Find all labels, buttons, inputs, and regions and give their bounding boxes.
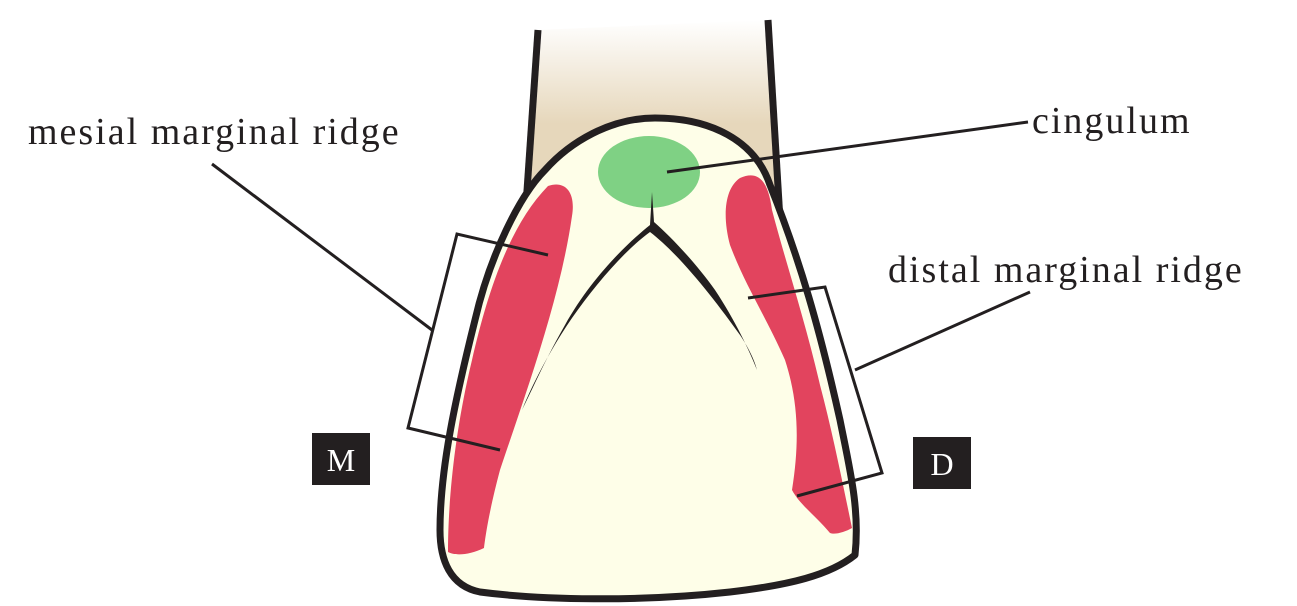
distal-marginal-ridge-label: distal marginal ridge xyxy=(888,249,1244,291)
distal-leader xyxy=(855,292,1030,370)
distal-side-letter: D xyxy=(930,446,953,482)
mesial-side-letter: M xyxy=(327,442,355,478)
mesial-marginal-ridge-label: mesial marginal ridge xyxy=(28,111,401,153)
cingulum-label: cingulum xyxy=(1032,100,1192,142)
mesial-leader xyxy=(212,164,432,330)
cingulum xyxy=(598,136,700,208)
